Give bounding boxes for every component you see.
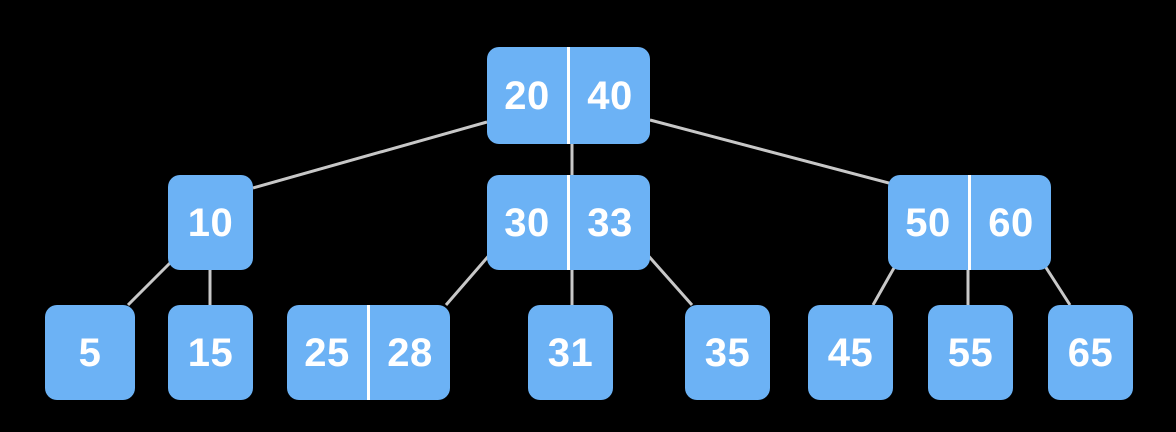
tree-edge-root-to-left — [252, 120, 488, 190]
node-key-cell[interactable]: 40 — [567, 47, 650, 144]
tree-node-leaf-45[interactable]: 45 — [808, 305, 893, 400]
node-key-cell[interactable]: 15 — [187, 330, 234, 375]
tree-node-leaf-25-28[interactable]: 25 28 — [287, 305, 450, 400]
tree-node-internal-left[interactable]: 10 — [168, 175, 253, 270]
tree-node-leaf-15[interactable]: 15 — [168, 305, 253, 400]
node-key-cell[interactable]: 28 — [367, 305, 450, 400]
node-key-cell[interactable]: 33 — [567, 175, 650, 270]
node-key-cell[interactable]: 10 — [187, 200, 234, 245]
node-key-cell[interactable]: 45 — [827, 330, 874, 375]
node-key-cell[interactable]: 25 — [304, 330, 350, 375]
node-key-cell[interactable]: 20 — [504, 73, 550, 118]
tree-edge-middle-to-35 — [643, 251, 694, 306]
node-key-cell[interactable]: 31 — [547, 330, 594, 375]
tree-edge-root-to-right — [649, 118, 901, 188]
tree-node-internal-right[interactable]: 50 60 — [888, 175, 1051, 270]
tree-node-leaf-35[interactable]: 35 — [685, 305, 770, 400]
tree-node-leaf-55[interactable]: 55 — [928, 305, 1013, 400]
tree-edge-left-to-5 — [126, 256, 177, 307]
node-key-cell[interactable]: 65 — [1067, 330, 1114, 375]
node-key-cell[interactable]: 60 — [968, 175, 1051, 270]
node-key-cell[interactable]: 50 — [905, 200, 951, 245]
node-key-cell[interactable]: 55 — [947, 330, 994, 375]
tree-edge-middle-to-25-28 — [444, 251, 494, 306]
tree-node-leaf-5[interactable]: 5 — [45, 305, 135, 400]
node-key-cell[interactable]: 35 — [704, 330, 751, 375]
tree-node-leaf-31[interactable]: 31 — [528, 305, 613, 400]
node-key-cell[interactable]: 30 — [504, 200, 550, 245]
node-key-cell[interactable]: 5 — [78, 330, 102, 375]
tree-node-internal-middle[interactable]: 30 33 — [487, 175, 650, 270]
tree-node-leaf-65[interactable]: 65 — [1048, 305, 1133, 400]
